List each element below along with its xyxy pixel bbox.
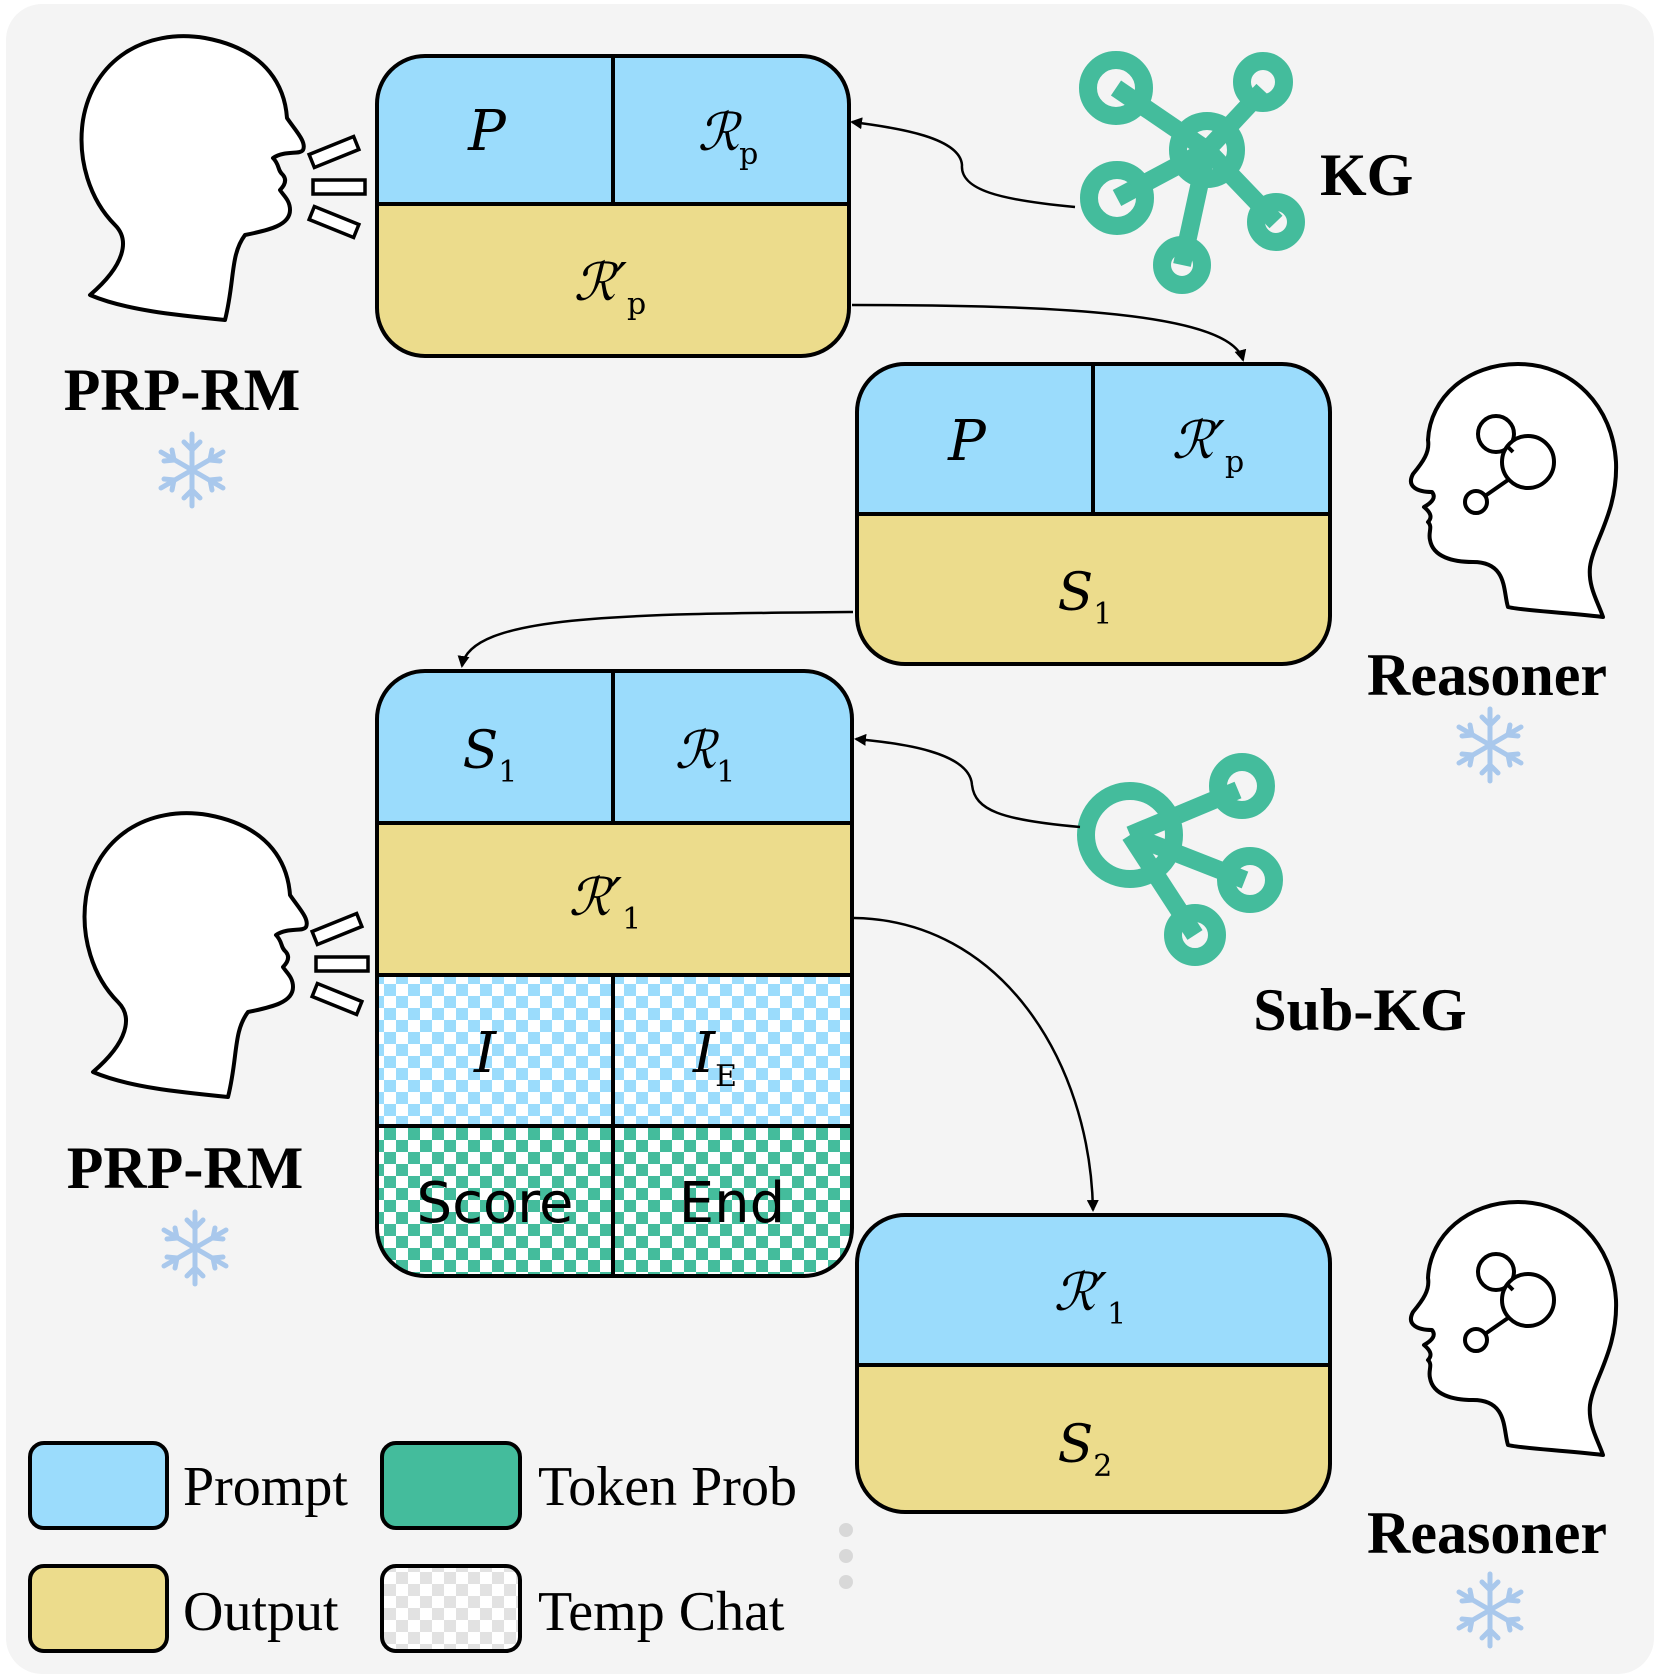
legend-swatch-token-prob <box>380 1441 522 1530</box>
prp-rm-label: PRP-RM <box>67 1135 304 1201</box>
box3-cell-right: ℛ1 <box>675 721 736 790</box>
legend-swatch-temp-chat <box>380 1564 522 1653</box>
arrow-subkg-to-box3 <box>854 733 1081 829</box>
legend-swatch-prompt <box>28 1441 169 1530</box>
kg-label: KG <box>1320 142 1413 208</box>
reasoner-label: Reasoner <box>1367 642 1607 708</box>
legend: Prompt Token Prob Output Temp Chat <box>28 1441 797 1653</box>
legend-token-prob: Token Prob <box>538 1456 797 1518</box>
box2-bottom: S1 <box>1058 563 1113 632</box>
box3-end: End <box>679 1171 785 1236</box>
box-4: ℛ′1 S2 <box>855 1213 1332 1514</box>
continuation-dots <box>839 1523 853 1589</box>
box1-bottom: ℛ′p <box>574 253 647 322</box>
box-1: P ℛp ℛ′p <box>375 54 851 358</box>
legend-temp-chat: Temp Chat <box>538 1581 785 1643</box>
box3-middle: ℛ′1 <box>569 868 641 937</box>
legend-swatch-output <box>28 1564 169 1653</box>
arrow-kg-to-box1 <box>850 117 1076 209</box>
legend-prompt: Prompt <box>183 1456 348 1518</box>
reasoner-label: Reasoner <box>1367 1500 1607 1566</box>
box4-bottom: S2 <box>1058 1415 1113 1484</box>
prp-rm-label: PRP-RM <box>64 357 301 423</box>
arrow-box3-to-box4 <box>853 916 1099 1212</box>
sub-graph-icon <box>1077 753 1283 966</box>
box4-top: ℛ′1 <box>1054 1263 1126 1332</box>
box1-cell-left: P <box>467 99 507 164</box>
box3-score: Score <box>417 1171 574 1236</box>
box3-cell-left: S1 <box>463 721 518 790</box>
box2-cell-right: ℛ′p <box>1172 411 1245 480</box>
box-3: S1 ℛ1 ℛ′1 I IE Score End <box>375 669 854 1278</box>
box3-temp-left: I <box>473 1021 498 1086</box>
box1-cell-right: ℛp <box>698 103 759 172</box>
arrow-box1-to-box2 <box>851 303 1247 362</box>
knowledge-graph-icon <box>1079 51 1305 294</box>
box-2: P ℛ′p S1 <box>855 362 1332 666</box>
arrow-box2-to-box3 <box>457 610 854 668</box>
legend-output: Output <box>183 1581 339 1643</box>
box3-temp-right: IE <box>692 1021 737 1094</box>
flow-arrows <box>457 117 1247 1212</box>
box2-cell-left: P <box>947 409 987 474</box>
sub-kg-label: Sub-KG <box>1253 977 1466 1043</box>
